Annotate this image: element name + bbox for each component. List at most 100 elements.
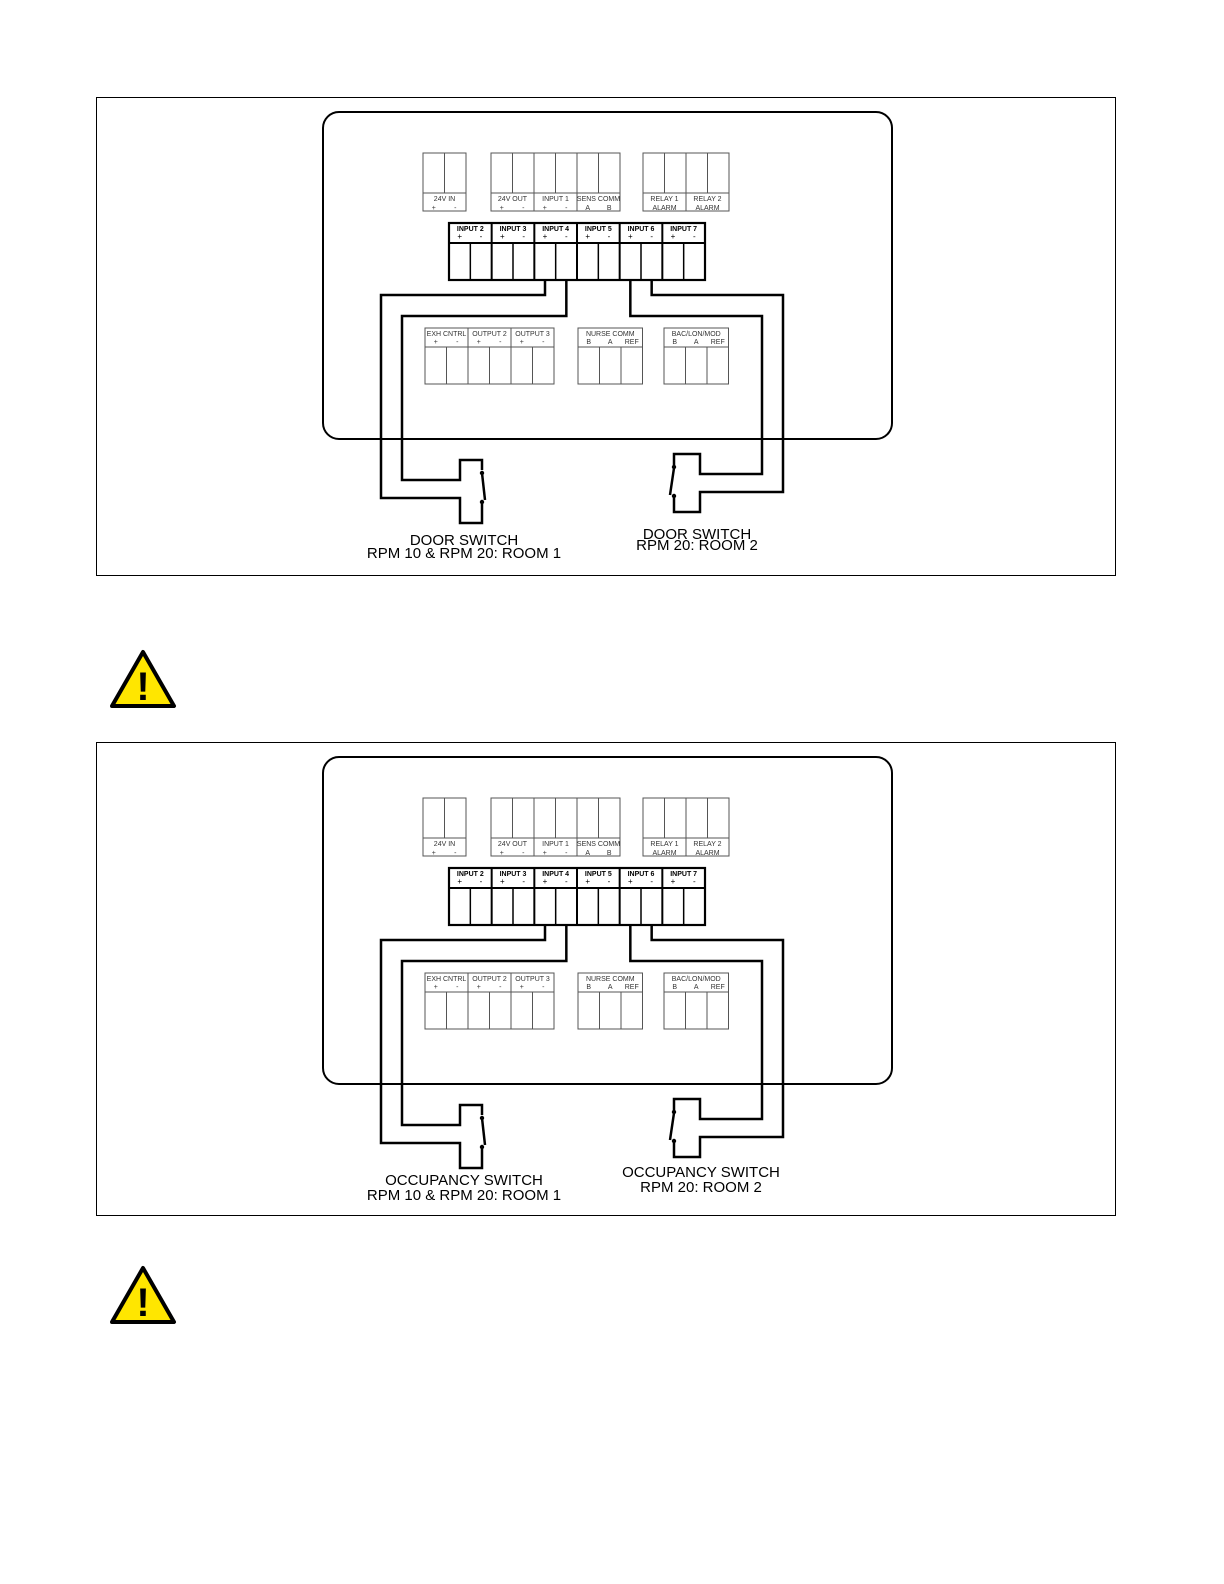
switch-pivot <box>479 1115 485 1121</box>
switch-pivot <box>479 470 485 476</box>
pin-label: A <box>608 984 613 991</box>
terminal-label: OUTPUT 2 <box>472 976 507 983</box>
pin-label: + <box>671 877 676 886</box>
wire-input6-minus <box>650 280 785 514</box>
pin-label: - <box>565 205 568 212</box>
terminal-label: INPUT 1 <box>542 196 569 203</box>
input-terminal-label: INPUT 7 <box>670 871 697 878</box>
pin-label: - <box>480 877 483 886</box>
pin-label: - <box>456 339 459 346</box>
pin-label: - <box>522 205 525 212</box>
pin-label: REF <box>711 339 725 346</box>
pin-label: + <box>477 339 481 346</box>
terminal-label: OUTPUT 3 <box>515 976 550 983</box>
input-terminal-label: INPUT 5 <box>585 226 612 233</box>
input-terminal-label: INPUT 6 <box>628 226 655 233</box>
pin-label: - <box>693 877 696 886</box>
warning-mark: ! <box>136 1281 149 1325</box>
terminal-block <box>577 327 643 385</box>
switch-label-subtitle: RPM 10 & RPM 20: ROOM 1 <box>367 545 561 562</box>
pin-label: - <box>565 877 568 886</box>
pin-label: B <box>672 339 677 346</box>
pin-label: REF <box>711 984 725 991</box>
terminal-label: RELAY 1 <box>650 841 678 848</box>
switch-contact-left <box>480 1117 487 1146</box>
input-terminal-label: INPUT 5 <box>585 871 612 878</box>
pin-label: + <box>434 339 438 346</box>
pin-label: - <box>650 877 653 886</box>
pin-label: + <box>500 232 505 241</box>
pin-label: + <box>520 339 524 346</box>
wire-input4-plus <box>379 925 547 1170</box>
pin-label: A <box>585 205 590 212</box>
terminal-label: OUTPUT 2 <box>472 331 507 338</box>
pin-label: - <box>693 232 696 241</box>
pin-label: + <box>500 877 505 886</box>
terminal-label: EXH CNTRL <box>427 976 467 983</box>
terminal-label: RELAY 2 <box>693 196 721 203</box>
wire-input6-plus <box>629 280 764 476</box>
switch-label-subtitle: RPM 10 & RPM 20: ROOM 1 <box>367 1187 561 1204</box>
pin-label: - <box>608 232 611 241</box>
pin-label: - <box>480 232 483 241</box>
wire-input4-minus <box>400 925 568 1127</box>
pin-label: + <box>434 984 438 991</box>
terminal-label: BAC/LON/MOD <box>672 331 721 338</box>
pin-label: B <box>607 205 612 212</box>
pin-label: B <box>672 984 677 991</box>
switch-pivot <box>479 1144 485 1150</box>
controller-board-outline <box>322 111 893 440</box>
switch-label-title: OCCUPANCY SWITCH <box>385 1172 543 1189</box>
wire-input4-plus <box>379 280 547 525</box>
switch-label-title: OCCUPANCY SWITCH <box>622 1164 780 1181</box>
pin-label: - <box>650 232 653 241</box>
pin-label: + <box>543 850 547 857</box>
pin-label: + <box>500 850 504 857</box>
switch-contact-right <box>668 467 676 496</box>
input-terminal-label: INPUT 3 <box>500 871 527 878</box>
terminal-label: SENS COMM <box>577 196 620 203</box>
input-terminal-label: INPUT 3 <box>500 226 527 233</box>
pin-label: + <box>457 877 462 886</box>
terminal-label: SENS COMM <box>577 841 620 848</box>
pin-label: ALARM <box>652 850 676 857</box>
switch-pivot <box>671 493 677 499</box>
input-terminal-label: INPUT 2 <box>457 226 484 233</box>
warning-mark: ! <box>136 665 149 709</box>
terminal-label: NURSE COMM <box>586 976 635 983</box>
pin-label: - <box>454 205 457 212</box>
pin-label: - <box>542 984 545 991</box>
terminal-label: 24V OUT <box>498 841 528 848</box>
terminal-block <box>663 972 729 1030</box>
wire-input6-minus <box>650 925 785 1159</box>
input-terminal-label: INPUT 6 <box>628 871 655 878</box>
terminal-label: 24V OUT <box>498 196 528 203</box>
pin-label: A <box>694 984 699 991</box>
pin-label: B <box>586 339 591 346</box>
pin-label: B <box>586 984 591 991</box>
terminal-label: EXH CNTRL <box>427 331 467 338</box>
pin-label: + <box>520 984 524 991</box>
pin-label: REF <box>625 984 639 991</box>
pin-label: - <box>456 984 459 991</box>
terminal-label: RELAY 2 <box>693 841 721 848</box>
switch-contact-right <box>668 1112 676 1141</box>
pin-label: + <box>671 232 676 241</box>
terminal-block <box>663 327 729 385</box>
switch-pivot <box>671 1109 677 1115</box>
input-terminal-label: INPUT 4 <box>542 226 569 233</box>
pin-label: - <box>542 339 545 346</box>
wire-input6-plus <box>629 925 764 1121</box>
pin-label: ALARM <box>695 850 719 857</box>
pin-label: - <box>522 850 525 857</box>
switch-pivot <box>671 464 677 470</box>
pin-label: + <box>543 877 548 886</box>
pin-label: + <box>543 205 547 212</box>
pin-label: A <box>608 339 613 346</box>
pin-label: + <box>432 205 436 212</box>
pin-label: - <box>565 850 568 857</box>
